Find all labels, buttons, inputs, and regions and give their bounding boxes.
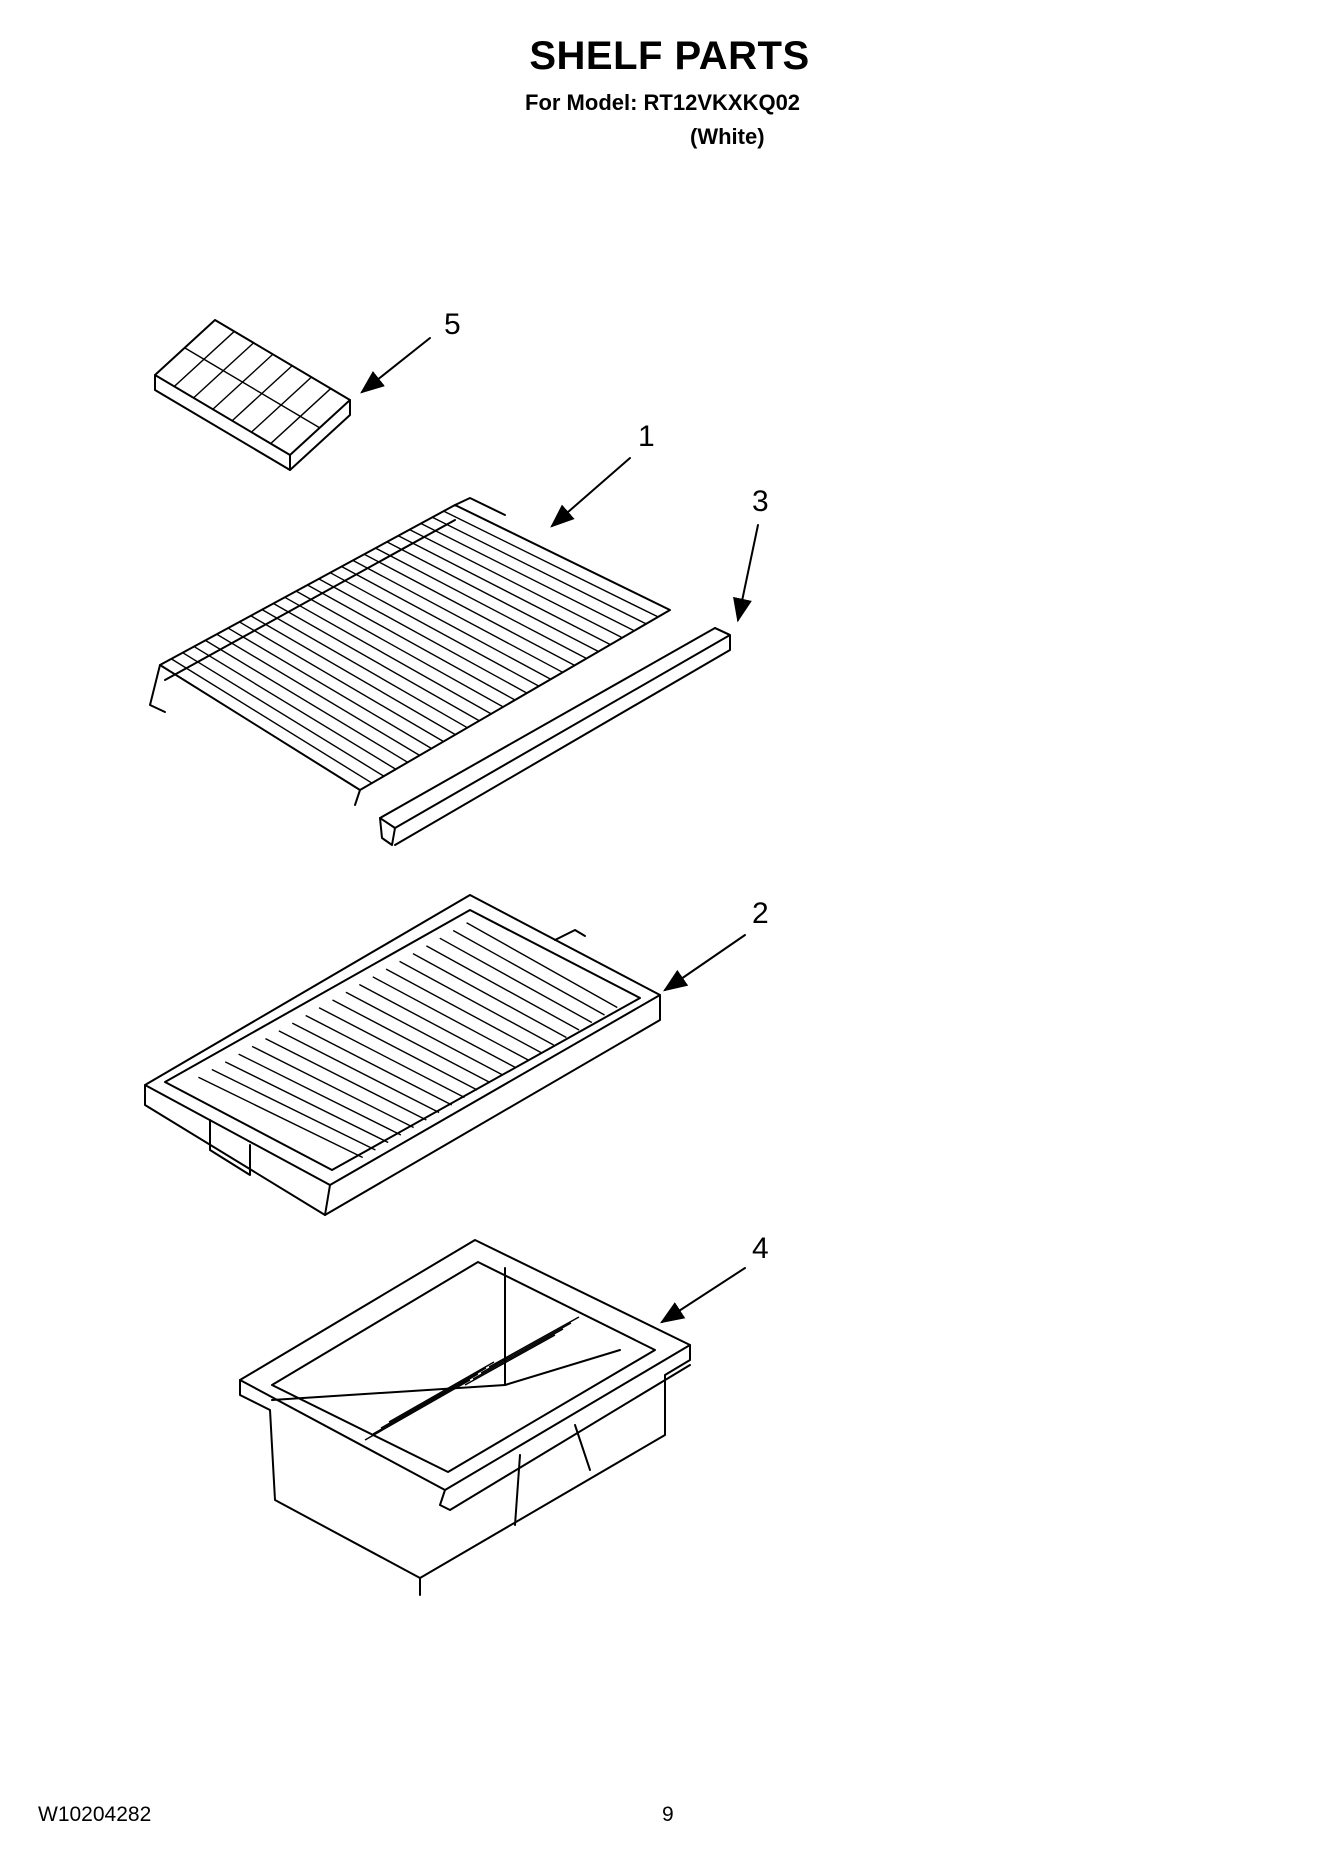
shelf-wire (409, 528, 623, 639)
shelf-wire (239, 621, 444, 743)
shelf-trim-drawing (379, 627, 731, 846)
cover-slot (238, 1053, 402, 1136)
callout-2: 2 (663, 897, 769, 992)
cover-slot (224, 1061, 389, 1144)
callout-1: 1 (550, 420, 655, 528)
callout-number-2: 2 (752, 897, 769, 930)
shelf-wire (182, 652, 385, 777)
shelf-wire (341, 565, 552, 680)
callout-number-3: 3 (752, 485, 769, 518)
cover-slot (426, 945, 580, 1031)
shelf-wire (170, 658, 373, 784)
color-line: (White) (690, 124, 765, 149)
cover-slot (399, 960, 554, 1046)
shelf-wire (205, 639, 409, 763)
shelf-wire (193, 645, 397, 770)
pan-floor-rib (388, 1361, 495, 1423)
callout-3: 3 (733, 485, 769, 623)
shelf-wire (386, 541, 599, 653)
shelf-wire (250, 615, 456, 736)
shelf-wire (216, 633, 420, 756)
shelf-wire (227, 627, 432, 750)
pan-floor-rib (472, 1328, 564, 1380)
leader-arrow-4 (659, 1267, 746, 1324)
pan-floor-rib (380, 1367, 487, 1429)
cover-slot (211, 1068, 376, 1151)
callout-4: 4 (659, 1232, 769, 1324)
cover-slot (466, 922, 618, 1009)
cover-slot (345, 991, 504, 1076)
shelf-wire (431, 516, 647, 625)
callout-number-4: 4 (752, 1232, 769, 1265)
shelf-wire (295, 590, 504, 708)
callout-5: 5 (360, 308, 461, 394)
crisper-cover-drawing (144, 894, 661, 1216)
shelf-wire (363, 553, 575, 667)
callout-number-1: 1 (638, 420, 655, 453)
ice-tray-drawing (154, 319, 351, 471)
shelf-wire (329, 572, 540, 687)
cover-slot (305, 1014, 465, 1099)
leader-arrow-3 (733, 524, 759, 623)
document-number: W10204282 (38, 1803, 152, 1826)
cover-slot (251, 1045, 414, 1129)
pan-floor-rib (488, 1316, 580, 1368)
shelf-wire (307, 584, 516, 701)
shelf-wire (273, 602, 480, 722)
pan-floor-rib (364, 1379, 471, 1441)
leader-arrow-5 (360, 337, 431, 394)
cover-slot (439, 937, 593, 1024)
leader-arrow-1 (550, 457, 631, 528)
cover-slot (318, 1007, 478, 1091)
page-number: 9 (662, 1803, 674, 1826)
shelf-wire (318, 578, 528, 694)
cover-slot (198, 1076, 364, 1159)
cover-slot (265, 1038, 427, 1121)
wire-shelf-drawing (149, 497, 671, 806)
shelf-wire (397, 535, 611, 646)
shelf-wire (352, 559, 564, 673)
pan-floor-rib (464, 1334, 556, 1386)
cover-slot (332, 999, 491, 1084)
cover-slot (358, 983, 516, 1069)
shelf-wire (284, 596, 492, 715)
cover-slot (452, 929, 605, 1016)
cover-slot (291, 1022, 453, 1106)
pan-floor-rib (480, 1322, 572, 1374)
tray-cell-divider (184, 347, 321, 429)
leader-arrow-2 (663, 934, 746, 992)
shelf-wire (443, 510, 659, 618)
shelf-wire (261, 609, 468, 729)
page-title: SHELF PARTS (529, 34, 810, 78)
callout-number-5: 5 (444, 308, 461, 341)
pan-floor-rib (372, 1373, 479, 1435)
model-line: For Model: RT12VKXKQ02 (525, 90, 801, 115)
cover-slot (385, 968, 542, 1054)
cover-slot (412, 953, 567, 1039)
shelf-wire (420, 522, 635, 632)
shelf-wire (375, 547, 587, 660)
crisper-pan-drawing (239, 1239, 691, 1596)
cover-slot (278, 1030, 440, 1114)
cover-slot (372, 976, 529, 1061)
